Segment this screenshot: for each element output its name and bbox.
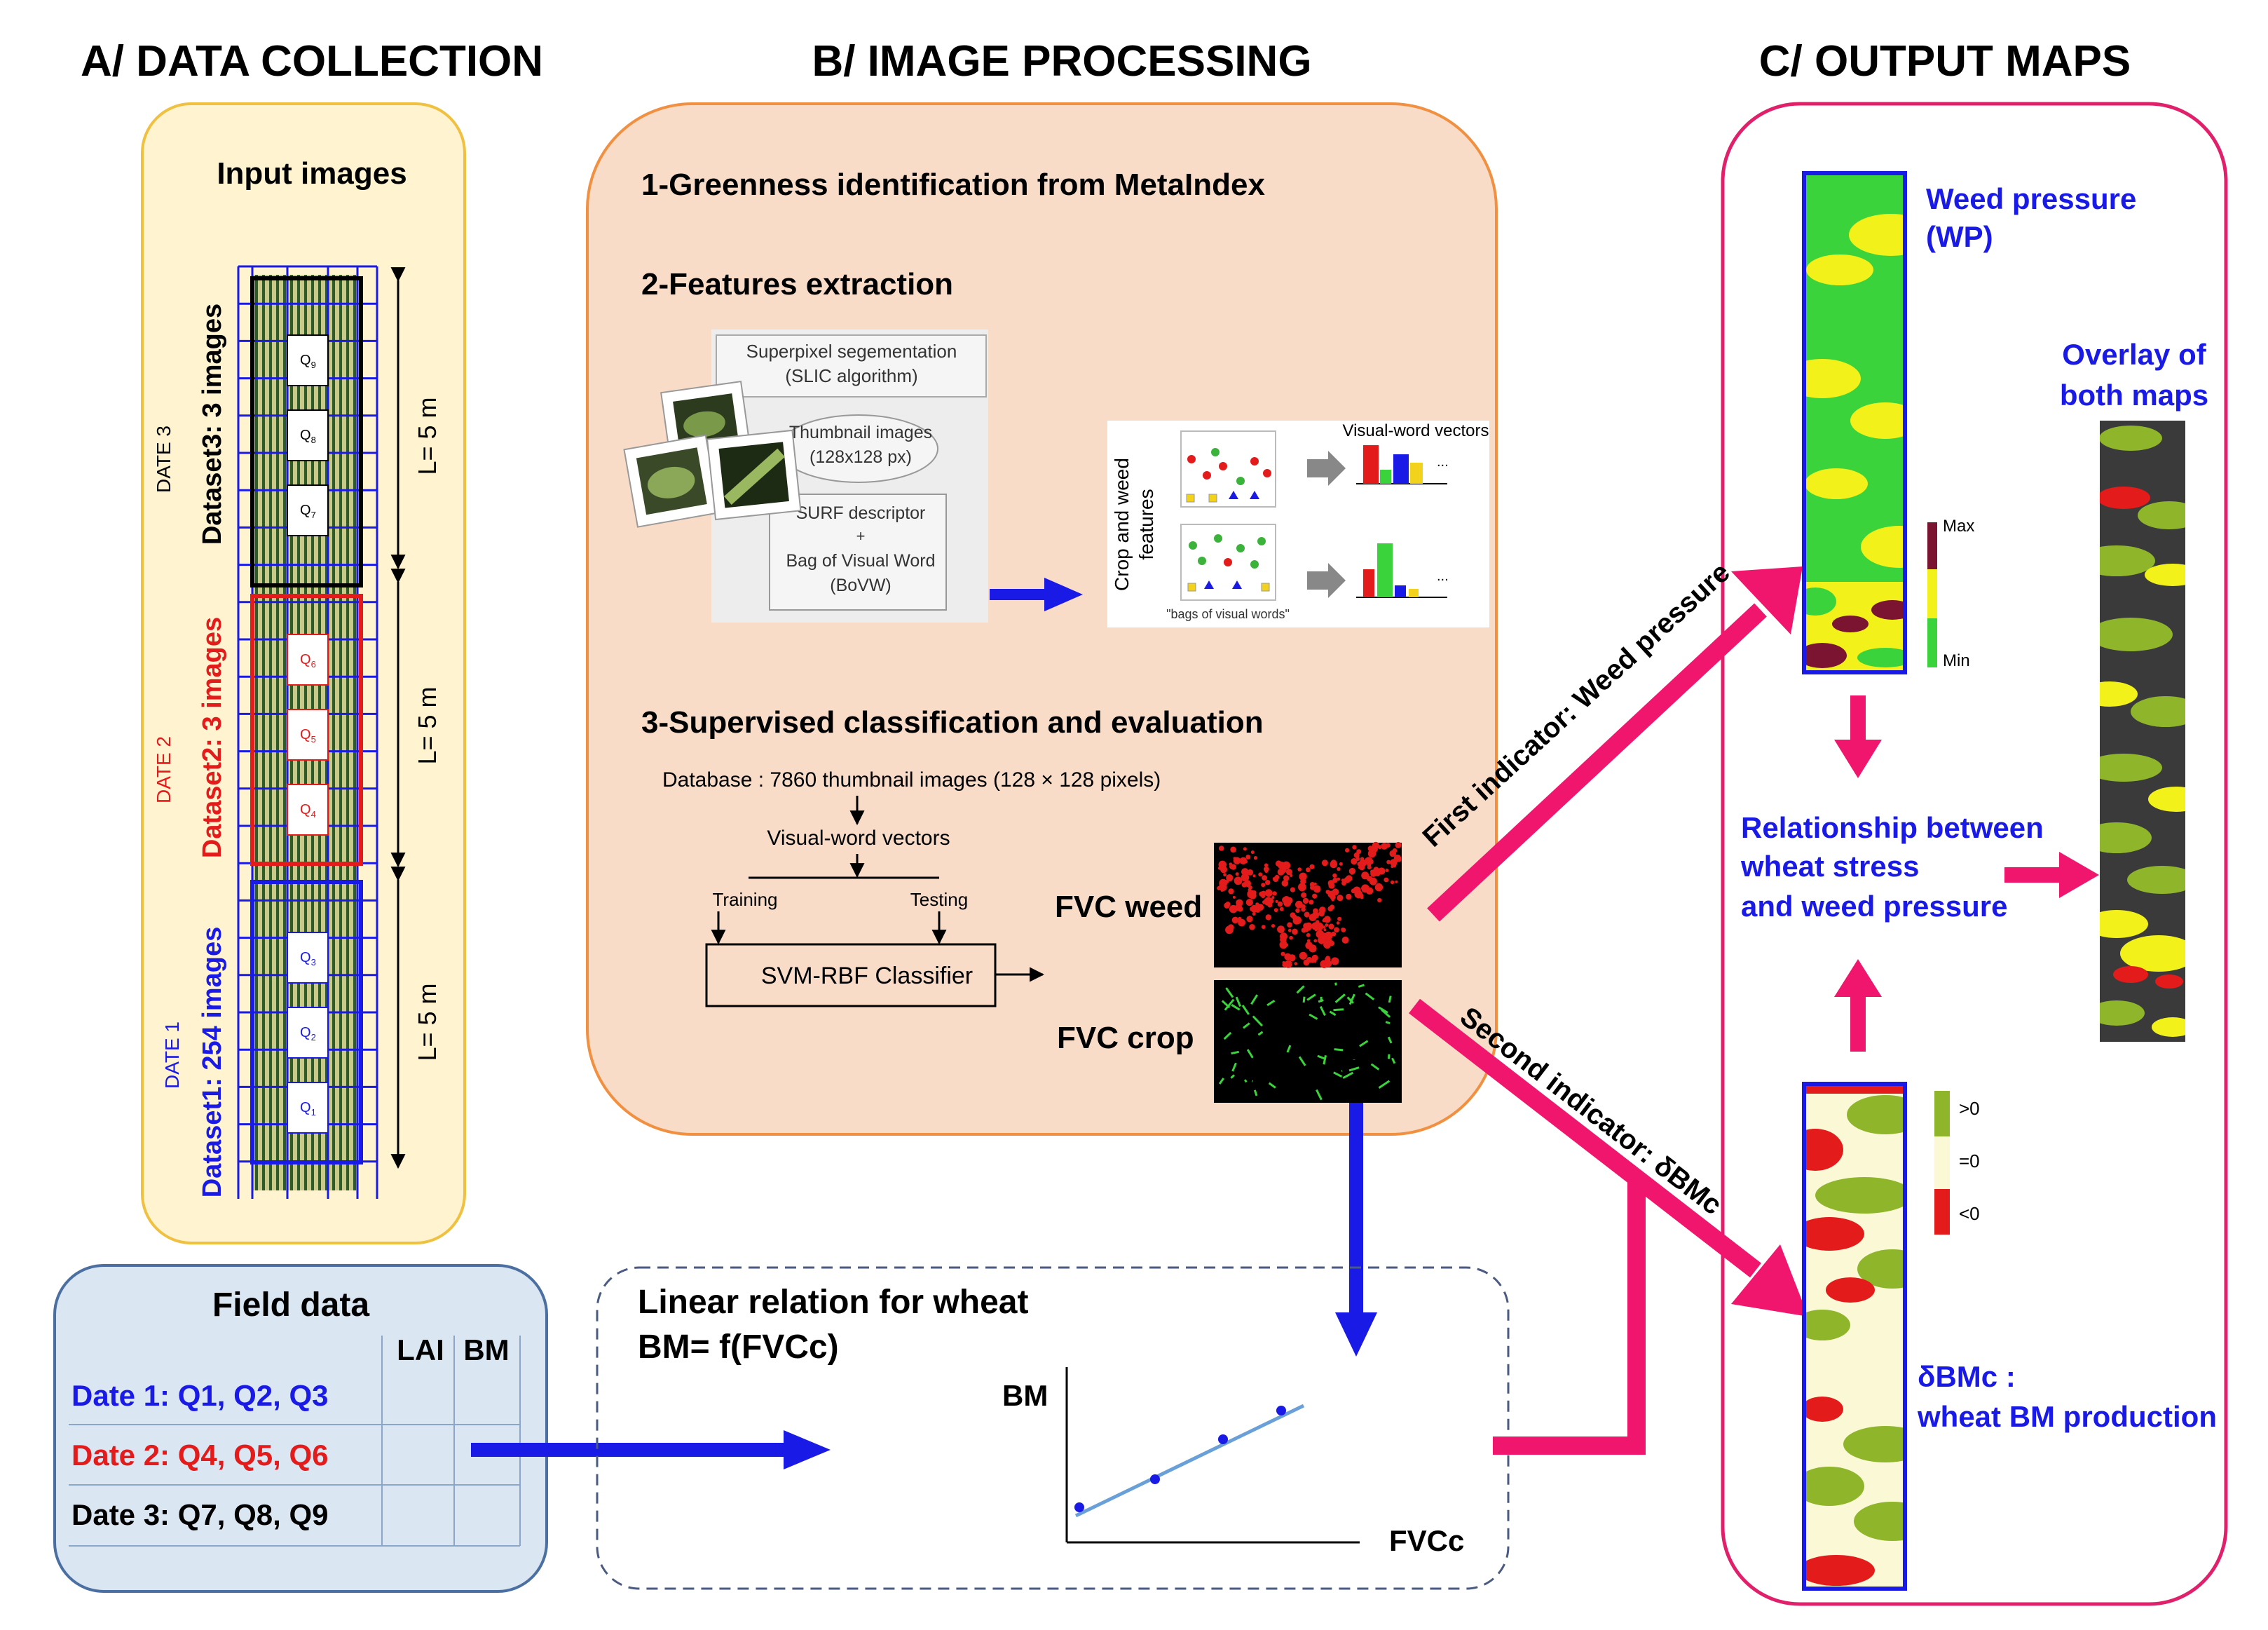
pink-arrow-dbmc-to-rel — [1834, 959, 1882, 1052]
quadrat-q2: Q2 — [287, 1007, 328, 1058]
date1-label: DATE 1 — [161, 1021, 183, 1089]
quadrat-q3: Q3 — [287, 932, 328, 983]
superpixel-label-2: (SLIC algorithm) — [785, 365, 917, 386]
length-label-3: L= 5 m — [413, 397, 442, 475]
section-c-title: C/ OUTPUT MAPS — [1759, 37, 2131, 86]
thumbnail-label-1: Thumbnail images — [789, 423, 932, 442]
overlay-label-1: Overlay of — [2062, 338, 2206, 371]
svg-text:...: ... — [1437, 454, 1449, 470]
bovw-label-2: (BoVW) — [830, 576, 892, 595]
quadrat-q9: Q9 — [287, 335, 328, 386]
field-col-lai: LAI — [397, 1333, 444, 1366]
relationship-label-3: and weed pressure — [1741, 890, 2007, 923]
dbmc-legend — [1934, 1091, 1950, 1235]
linear-plot — [1067, 1367, 1360, 1542]
quadrat-q7: Q7 — [287, 485, 328, 536]
linear-relation-title: Linear relation for wheat — [638, 1284, 1028, 1321]
relationship-label-2: wheat stress — [1740, 850, 1919, 883]
weed-pressure-label-1: Weed pressure — [1926, 182, 2136, 215]
fvc-weed-image — [1214, 842, 1402, 968]
svg-text:...: ... — [1437, 569, 1449, 584]
bovw-figure — [1107, 421, 1489, 627]
visual-word-vectors-2: Visual-word vectors — [767, 827, 950, 850]
dbmc-legend-eq0: =0 — [1959, 1150, 1980, 1171]
field-row-date2: Date 2: Q4, Q5, Q6 — [71, 1439, 328, 1472]
overlay-map — [2078, 421, 2204, 1042]
linear-to-dbmc-connector — [1493, 1178, 1637, 1446]
superpixel-label-1: Superpixel segementation — [746, 341, 957, 362]
field-row-date3: Date 3: Q7, Q8, Q9 — [71, 1498, 328, 1531]
length-label-1: L= 5 m — [413, 983, 442, 1061]
visual-word-vectors-label: Visual-word vectors — [1343, 421, 1489, 440]
dbmc-label-1: δBMc : — [1918, 1360, 2016, 1393]
field-col-bm: BM — [463, 1333, 509, 1366]
quadrat-q8: Q8 — [287, 410, 328, 461]
field-data-title: Field data — [212, 1286, 369, 1324]
wp-legend-max: Max — [1943, 517, 1974, 536]
plot-xlabel: FVCc — [1389, 1524, 1464, 1557]
wp-legend — [1927, 522, 1937, 667]
step2-title: 2-Features extraction — [641, 267, 953, 301]
fvc-to-linear-arrow — [1335, 1312, 1377, 1357]
second-indicator-arrow — [1414, 1006, 1808, 1317]
plot-ylabel: BM — [1002, 1379, 1048, 1412]
surf-label: SURF descriptor — [796, 503, 926, 523]
relationship-label-1: Relationship between — [1741, 811, 2044, 844]
testing-label: Testing — [910, 889, 968, 910]
date2-label: DATE 2 — [153, 736, 175, 803]
delta-bmc-map — [1787, 1084, 1931, 1589]
quadrat-q5: Q5 — [287, 709, 328, 760]
second-indicator-label: Second indicator: δBMc — [1454, 1001, 1728, 1221]
quadrat-q4: Q4 — [287, 785, 328, 835]
database-label: Database : 7860 thumbnail images (128 × … — [662, 768, 1161, 792]
field-row-date1: Date 1: Q1, Q2, Q3 — [71, 1379, 328, 1412]
bags-of-visual-words-label: "bags of visual words" — [1166, 607, 1290, 621]
weed-pressure-label-2: (WP) — [1926, 220, 1993, 253]
fvc-crop-image — [1214, 980, 1402, 1103]
section-a-title: A/ DATA COLLECTION — [81, 37, 543, 86]
overlay-label-2: both maps — [2060, 379, 2208, 412]
quadrat-q1: Q1 — [287, 1082, 328, 1133]
linear-relation-equation: BM= f(FVCc) — [638, 1329, 839, 1366]
quadrat-q6: Q6 — [287, 634, 328, 685]
fvc-crop-label: FVC crop — [1057, 1021, 1194, 1055]
step1-title: 1-Greenness identification from MetaInde… — [641, 168, 1265, 202]
step3-title: 3-Supervised classification and evaluati… — [641, 705, 1264, 740]
dbmc-label-2: wheat BM production — [1917, 1400, 2217, 1433]
wp-legend-min: Min — [1943, 651, 1970, 670]
weed-pressure-map — [1784, 173, 1938, 673]
pink-arrow-rel-to-overlay — [2004, 852, 2099, 898]
section-b-title: B/ IMAGE PROCESSING — [812, 37, 1311, 86]
date3-label: DATE 3 — [153, 426, 175, 493]
dataset2-label: Dataset2: 3 images — [198, 617, 227, 858]
dataset1-label: Dataset1: 254 images — [198, 927, 227, 1198]
training-label: Training — [713, 889, 778, 910]
input-images-title: Input images — [217, 156, 407, 191]
classifier-label: SVM-RBF Classifier — [761, 963, 973, 989]
bovw-label-1: Bag of Visual Word — [786, 551, 935, 571]
length-label-2: L= 5 m — [413, 686, 442, 764]
dbmc-legend-lt0: <0 — [1959, 1203, 1980, 1224]
thumbnail-label-2: (128x128 px) — [809, 447, 912, 467]
crop-weed-features-label-1: Crop and weed — [1111, 458, 1133, 591]
crop-weed-features-label-2: features — [1135, 489, 1157, 559]
dataset3-label: Dataset3: 3 images — [198, 304, 227, 545]
fvc-weed-label: FVC weed — [1055, 890, 1202, 924]
dbmc-legend-gt0: >0 — [1959, 1098, 1980, 1119]
pink-arrow-wp-to-rel — [1834, 695, 1882, 778]
plus-label: + — [856, 527, 866, 545]
